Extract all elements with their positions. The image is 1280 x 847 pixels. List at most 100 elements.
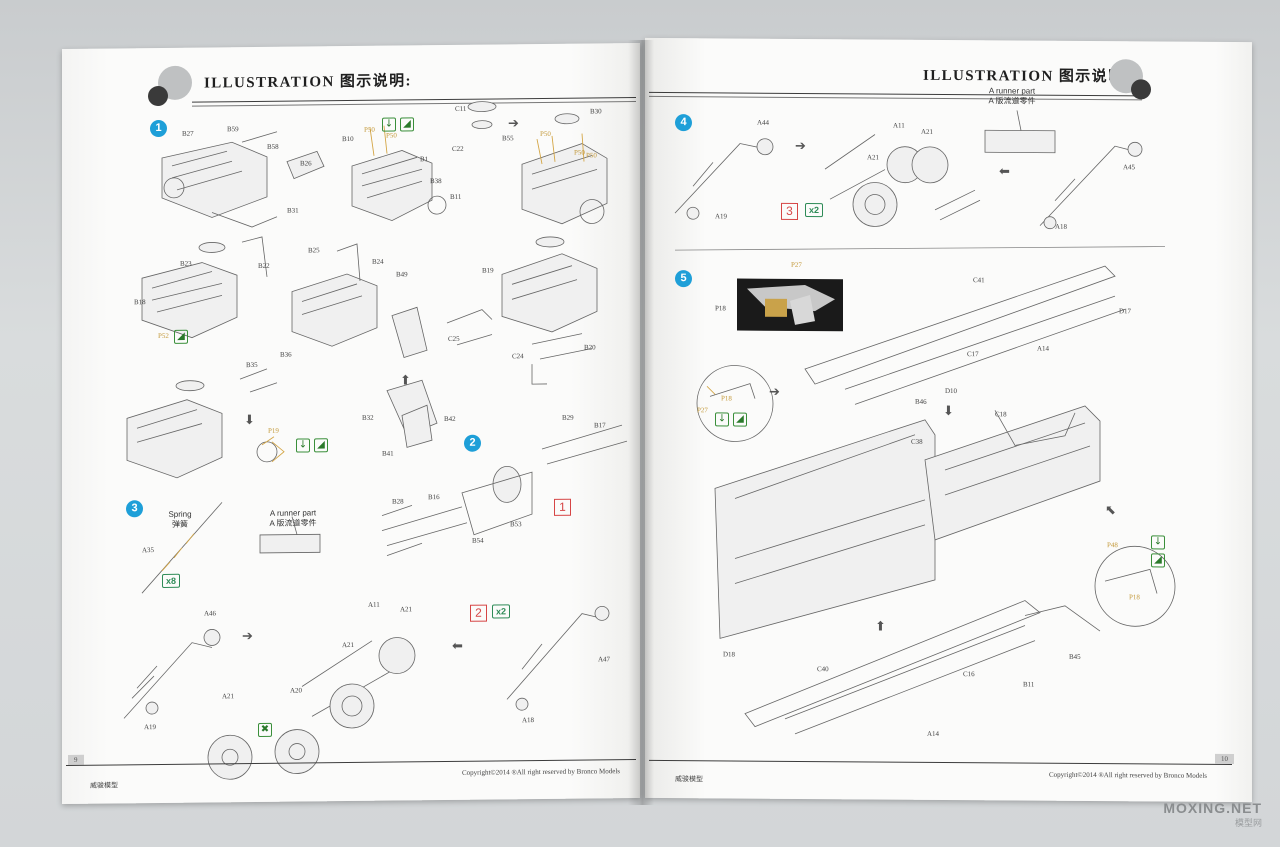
right-page: ILLUSTRATION 图示说明: bbox=[645, 37, 1252, 803]
footer-copyright: Copyright©2014 ®All right reserved by Br… bbox=[1049, 770, 1208, 780]
step-reference-box-1: 1 bbox=[554, 498, 571, 516]
part-label: P18 bbox=[721, 394, 732, 403]
quantity-badge: x2 bbox=[492, 604, 511, 619]
runner-note-cn: A 版流道零件 bbox=[988, 96, 1036, 106]
glue-icon: ◢ bbox=[733, 412, 747, 427]
step-reference-box-2: 2 bbox=[470, 604, 487, 622]
site-watermark: MOXING.NET 模型网 bbox=[1163, 800, 1262, 829]
part-label: A45 bbox=[1123, 163, 1136, 172]
step-marker-5: 5 bbox=[675, 270, 692, 288]
step-marker-4: 4 bbox=[675, 114, 692, 132]
rear-axle-drawing bbox=[381, 424, 628, 557]
part-label: A44 bbox=[757, 118, 770, 127]
part-label: P50 bbox=[364, 125, 375, 134]
part-label: B54 bbox=[472, 536, 484, 545]
direction-arrow-icon: ⬅ bbox=[999, 164, 1010, 180]
part-label: B29 bbox=[562, 413, 574, 422]
part-label: A18 bbox=[522, 716, 535, 725]
part-label: P27 bbox=[697, 406, 708, 415]
footer-brand: 威骏模型 bbox=[90, 781, 118, 790]
part-label: B41 bbox=[382, 449, 394, 458]
part-label: B28 bbox=[392, 497, 404, 506]
part-label: A11 bbox=[893, 121, 905, 130]
part-label: B36 bbox=[280, 350, 292, 359]
step-marker-1: 1 bbox=[150, 119, 167, 138]
part-label: B32 bbox=[362, 413, 374, 422]
part-label: A21 bbox=[342, 640, 355, 650]
runner-note: A runner part A 版流道零件 bbox=[967, 86, 1057, 107]
part-label: B23 bbox=[180, 259, 192, 268]
rear-suspension-drawing bbox=[674, 110, 1166, 251]
glue-icon: ◢ bbox=[400, 117, 414, 132]
part-label: A35 bbox=[142, 546, 155, 555]
part-label: B55 bbox=[502, 134, 514, 143]
part-label: B42 bbox=[444, 414, 456, 424]
part-label: A21 bbox=[222, 692, 235, 701]
photo-etch-inset bbox=[737, 278, 843, 332]
insert-arrow-icon: ↓ bbox=[296, 438, 310, 453]
part-label: D17 bbox=[1119, 307, 1132, 316]
direction-arrow-icon: ⬆ bbox=[400, 373, 411, 389]
part-label: A19 bbox=[715, 212, 728, 221]
front-suspension-drawing bbox=[123, 605, 610, 780]
part-label: B27 bbox=[182, 129, 194, 138]
part-label: P50 bbox=[540, 129, 551, 139]
footer-copyright: Copyright©2014 ®All right reserved by Br… bbox=[462, 767, 621, 777]
part-label: C40 bbox=[817, 665, 829, 674]
part-label: P50 bbox=[386, 131, 397, 140]
part-label: B25 bbox=[308, 246, 320, 255]
part-label: C11 bbox=[455, 104, 467, 113]
part-label: C38 bbox=[911, 437, 923, 446]
part-label: B59 bbox=[227, 125, 239, 134]
part-label: B49 bbox=[396, 270, 408, 279]
direction-arrow-icon: ➔ bbox=[508, 116, 519, 132]
part-label: B1 bbox=[420, 155, 429, 164]
part-label: B46 bbox=[915, 397, 927, 406]
assembly-drawings-right bbox=[674, 110, 1176, 735]
direction-arrow-icon: ⬇ bbox=[943, 403, 954, 420]
direction-arrow-icon: ➔ bbox=[242, 629, 253, 645]
part-label: P18 bbox=[715, 304, 726, 313]
part-label: D18 bbox=[723, 650, 736, 659]
step-marker-2: 2 bbox=[464, 434, 481, 452]
part-label: C17 bbox=[967, 350, 979, 359]
part-label: B30 bbox=[590, 107, 602, 116]
spring-label-cn: 弹簧 bbox=[172, 519, 188, 529]
insert-arrow-icon: ↓ bbox=[1151, 535, 1165, 550]
insert-arrow-icon: ↓ bbox=[715, 412, 729, 427]
engine-assembly-drawing bbox=[141, 236, 598, 385]
engine-fan-drawing bbox=[126, 368, 438, 479]
part-label: C25 bbox=[448, 334, 460, 343]
part-label: A20 bbox=[290, 686, 303, 695]
book-gutter bbox=[628, 40, 654, 805]
quantity-badge: x8 bbox=[162, 573, 181, 588]
direction-arrow-icon: ⬇ bbox=[244, 413, 255, 429]
part-label: P52 bbox=[158, 331, 169, 341]
runner-note: A runner part A 版流道零件 bbox=[258, 508, 328, 529]
part-label: C41 bbox=[973, 276, 985, 285]
part-label: A47 bbox=[598, 655, 611, 664]
part-label: A21 bbox=[921, 127, 934, 136]
part-label: A11 bbox=[368, 600, 380, 609]
part-label: B20 bbox=[584, 343, 596, 352]
watermark-subtext: 模型网 bbox=[1234, 818, 1262, 828]
part-label: B11 bbox=[450, 192, 462, 201]
part-label: P48 bbox=[1107, 541, 1118, 550]
direction-arrow-icon: ⬅ bbox=[452, 638, 463, 654]
part-label: A21 bbox=[867, 153, 880, 162]
glue-icon: ◢ bbox=[1151, 553, 1165, 568]
part-label: B24 bbox=[372, 257, 384, 266]
assembly-drawings-left bbox=[123, 101, 628, 780]
part-label: P19 bbox=[268, 426, 279, 435]
runner-note-cn: A 版流道零件 bbox=[269, 518, 317, 528]
part-label: A14 bbox=[1037, 344, 1050, 353]
insert-arrow-icon: ↓ bbox=[382, 117, 396, 132]
spring-label-en: Spring bbox=[168, 509, 192, 519]
part-label: B22 bbox=[258, 261, 270, 270]
part-label: B38 bbox=[430, 177, 442, 186]
part-label: B18 bbox=[134, 298, 146, 307]
part-label: P18 bbox=[1129, 593, 1140, 602]
part-label: C18 bbox=[995, 410, 1007, 419]
chassis-frame-drawing bbox=[696, 265, 1176, 735]
